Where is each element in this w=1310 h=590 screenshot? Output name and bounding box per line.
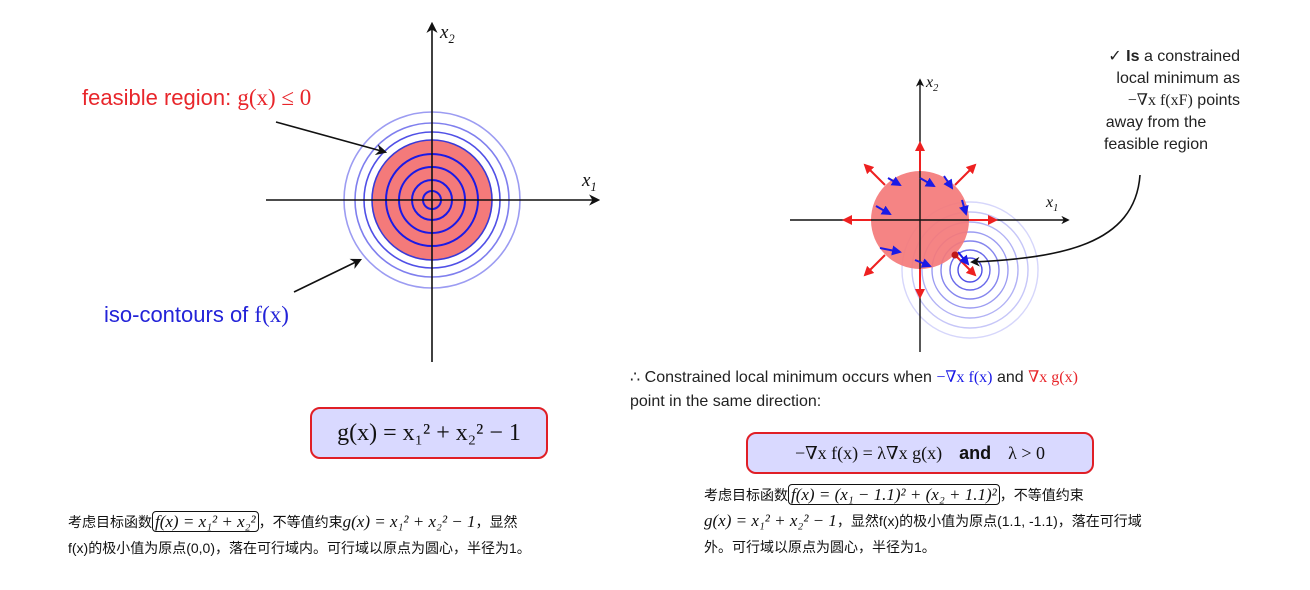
- feasible-pointer-arrow: [275, 121, 388, 156]
- note-line-4: away from the: [1105, 114, 1207, 131]
- right-diagram: [790, 78, 1141, 352]
- left-objective-box: f(x) = x₁² + x₂²: [152, 511, 259, 532]
- right-x1-label: x1: [1046, 194, 1059, 215]
- note-line-5: feasible region: [1103, 136, 1209, 153]
- note-pointer-curve: [970, 174, 1141, 267]
- left-x1-label: x1: [582, 170, 597, 194]
- constrained-minimum-note: ✓ Is a constrained local minimum as −∇x …: [1050, 46, 1240, 156]
- right-caption-line3: 外。可行域以原点为圆心，半径为1。: [704, 539, 936, 555]
- gradient-statement-line1: ∴ Constrained local minimum occurs when …: [630, 369, 1078, 386]
- iso-contours-label: iso-contours of f(x): [104, 302, 289, 327]
- objective-gradient-arrows: [875, 175, 970, 268]
- note-line-1: ✓ Is a constrained: [1108, 48, 1240, 65]
- gradient-statement: ∴ Constrained local minimum occurs when …: [630, 366, 1230, 414]
- kkt-condition-equation: −∇x f(x) = λ∇x g(x) and λ > 0: [746, 432, 1094, 474]
- right-x2-label: x2: [926, 74, 939, 95]
- iso-pointer-arrow: [293, 258, 363, 293]
- left-x2-label: x2: [440, 22, 455, 46]
- note-line-2: local minimum as: [1116, 70, 1240, 87]
- boundary-minimum-point: [951, 251, 959, 259]
- right-objective-box: f(x) = (x₁ − 1.1)² + (x₂ + 1.1)²: [788, 484, 1000, 505]
- left-caption-line2: f(x)的极小值为原点(0,0)，落在可行域内。可行域以原点为圆心，半径为1。: [68, 540, 531, 556]
- note-line-3: −∇x f(xF) points: [1127, 92, 1240, 109]
- gradient-statement-line2: point in the same direction:: [630, 393, 822, 410]
- left-constraint-equation: g(x) = x₁² + x₂² − 1: [310, 407, 548, 459]
- feasible-region-label: feasible region: g(x) ≤ 0: [82, 85, 312, 110]
- right-caption-line2: g(x) = x₁² + x₂² − 1，显然f(x)的极小值为原点(1.1, …: [704, 511, 1142, 530]
- right-iso-contours: [901, 201, 1039, 339]
- left-diagram: [266, 21, 601, 362]
